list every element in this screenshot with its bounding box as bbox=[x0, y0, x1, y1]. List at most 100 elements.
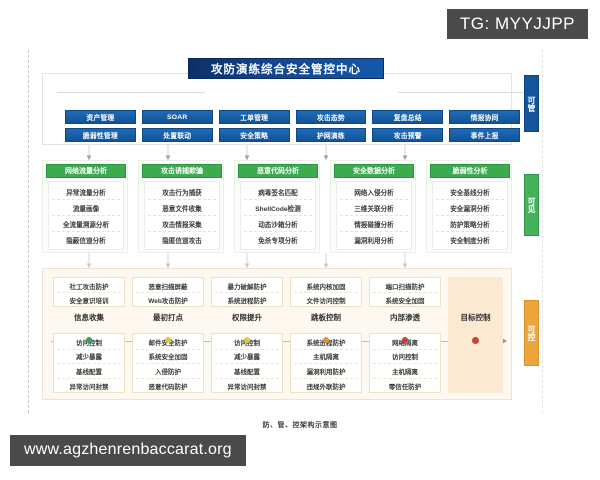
control-item[interactable]: 邮件安全防护 bbox=[136, 335, 200, 350]
manage-module-review[interactable]: 复盘总结 bbox=[372, 110, 444, 124]
control-item[interactable]: 系统进程防护 bbox=[294, 335, 358, 350]
manage-module-attack-posture[interactable]: 攻击态势 bbox=[295, 110, 367, 124]
visible-item[interactable]: 漏洞利用分析 bbox=[354, 237, 394, 245]
architecture-diagram: 资产管理 SOAR 工单管理 攻击态势 复盘总结 情报协同 脆弱性管理 处置联动… bbox=[28, 50, 572, 420]
control-item[interactable]: 安全意识培训 bbox=[69, 298, 109, 305]
visible-item[interactable]: 恶意文件收集 bbox=[148, 200, 216, 216]
visible-column-body: 攻击行为捕获 恶意文件收集 攻击情报采集 隐匿信道攻击 bbox=[144, 181, 220, 250]
control-item[interactable]: 恶意代码防护 bbox=[148, 383, 188, 391]
visible-item[interactable]: 隐蔽信道分析 bbox=[66, 237, 106, 245]
manage-module-grid: 资产管理 SOAR 工单管理 攻击态势 复盘总结 情报协同 脆弱性管理 处置联动… bbox=[65, 110, 520, 142]
control-item[interactable]: 暴力破解防护 bbox=[215, 279, 279, 293]
visible-item[interactable]: 隐匿信道攻击 bbox=[162, 237, 202, 245]
visible-column-body: 病毒签名匹配 ShellCode检测 动态沙箱分析 免杀专项分析 bbox=[240, 181, 316, 250]
timeline-dot-privilege-escalation bbox=[244, 337, 250, 343]
control-item[interactable]: 异常访问封禁 bbox=[227, 383, 267, 391]
manage-module-soar[interactable]: SOAR bbox=[141, 110, 213, 124]
visible-item[interactable]: ShellCode检测 bbox=[244, 200, 312, 216]
control-item[interactable]: 端口扫描防护 bbox=[373, 279, 437, 293]
visible-column-header: 恶意代码分析 bbox=[238, 164, 318, 178]
control-item[interactable]: 基线配置 bbox=[57, 364, 121, 379]
manage-module-vulnerability[interactable]: 脆弱性管理 bbox=[65, 128, 136, 142]
visible-item[interactable]: 三维关联分析 bbox=[340, 200, 408, 216]
control-item[interactable]: 访问控制 bbox=[215, 335, 279, 350]
visible-item[interactable]: 攻击行为捕获 bbox=[148, 184, 216, 200]
visible-item[interactable]: 安全制度分析 bbox=[450, 237, 490, 245]
pillar-label-visible: 可见 bbox=[524, 174, 539, 236]
control-defense-lower: 邮件安全防护 系统安全加固 入侵防护 恶意代码防护 bbox=[132, 333, 204, 393]
visible-item[interactable]: 流量画像 bbox=[52, 200, 120, 216]
control-column-initial-access: 恶意扫描屏蔽 Web攻击防护 最初打点 邮件安全防护 系统安全加固 入侵防护 恶… bbox=[132, 277, 204, 393]
timeline-arrow-icon bbox=[502, 338, 507, 344]
visible-item[interactable]: 安全基线分析 bbox=[436, 184, 504, 200]
title-rail-left bbox=[57, 92, 205, 93]
visible-item[interactable]: 安全漏洞分析 bbox=[436, 200, 504, 216]
control-item[interactable]: 违规外联防护 bbox=[306, 383, 346, 391]
visible-item[interactable]: 攻击情报采集 bbox=[148, 216, 216, 232]
control-defense-lower: 网络隔离 访问控制 主机隔离 零信任防护 bbox=[369, 333, 441, 393]
control-column-privilege-escalation: 暴力破解防护 系统进程防护 权限提升 访问控制 减少暴露 基线配置 异常访问封禁 bbox=[211, 277, 283, 393]
visible-item[interactable]: 网络入侵分析 bbox=[340, 184, 408, 200]
control-item[interactable]: 系统内核加固 bbox=[294, 279, 358, 293]
manage-module-response[interactable]: 处置联动 bbox=[141, 128, 213, 142]
manage-module-ticket[interactable]: 工单管理 bbox=[218, 110, 290, 124]
timeline-dot-initial-access bbox=[165, 337, 171, 343]
manage-module-alert[interactable]: 攻击预警 bbox=[372, 128, 444, 142]
manage-module-intel[interactable]: 情报协同 bbox=[449, 110, 520, 124]
control-item[interactable]: 减少暴露 bbox=[215, 350, 279, 364]
control-defense-upper: 暴力破解防护 系统进程防护 bbox=[211, 277, 283, 307]
visible-column-header: 攻击诱捕欺骗 bbox=[142, 164, 222, 178]
pillar-label-manage: 可管 bbox=[524, 75, 539, 132]
control-stage-label: 目标控制 bbox=[460, 312, 491, 322]
visible-item[interactable]: 防护策略分析 bbox=[436, 216, 504, 232]
site-watermark: www.agzhenrenbaccarat.org bbox=[10, 435, 246, 466]
control-item[interactable]: 访问控制 bbox=[373, 350, 437, 364]
control-stage-label: 最初打点 bbox=[153, 312, 183, 322]
control-item[interactable]: 系统进程防护 bbox=[227, 298, 267, 305]
control-item[interactable]: 主机隔离 bbox=[294, 350, 358, 364]
control-item[interactable]: 异常访问封禁 bbox=[69, 383, 109, 391]
manage-module-asset[interactable]: 资产管理 bbox=[65, 110, 136, 124]
control-column-recon: 社工攻击防护 安全意识培训 信息收集 访问控制 减少暴露 基线配置 异常访问封禁 bbox=[53, 277, 125, 393]
visible-item[interactable]: 异常流量分析 bbox=[52, 184, 120, 200]
control-item[interactable]: 恶意扫描屏蔽 bbox=[136, 279, 200, 293]
control-item[interactable]: 漏洞利用防护 bbox=[294, 364, 358, 379]
visible-column-header: 安全数据分析 bbox=[334, 164, 414, 178]
control-item[interactable]: Web攻击防护 bbox=[148, 298, 188, 305]
visible-item[interactable]: 病毒签名匹配 bbox=[244, 184, 312, 200]
control-item[interactable]: 系统安全加固 bbox=[385, 298, 425, 305]
control-stage-label: 跳板控制 bbox=[311, 312, 341, 322]
visible-column-weakness: 脆弱性分析 安全基线分析 安全漏洞分析 防护策略分析 安全制度分析 bbox=[426, 160, 512, 253]
control-tier-panel: 社工攻击防护 安全意识培训 信息收集 访问控制 减少暴露 基线配置 异常访问封禁… bbox=[42, 268, 512, 400]
control-item[interactable]: 网络隔离 bbox=[373, 335, 437, 350]
control-item[interactable]: 入侵防护 bbox=[136, 364, 200, 379]
visible-item[interactable]: 动态沙箱分析 bbox=[244, 216, 312, 232]
visible-item[interactable]: 免杀专项分析 bbox=[258, 237, 298, 245]
visible-column-data: 安全数据分析 网络入侵分析 三维关联分析 情报碰撞分析 漏洞利用分析 bbox=[330, 160, 416, 253]
visible-column-header: 脆弱性分析 bbox=[430, 164, 510, 178]
visible-tier-panel: 网络流量分析 异常流量分析 流量画像 全流量溯源分析 隐蔽信道分析 攻击诱捕欺骗… bbox=[42, 160, 512, 253]
control-item[interactable]: 系统安全加固 bbox=[136, 350, 200, 364]
manage-module-drill[interactable]: 护网演练 bbox=[295, 128, 367, 142]
control-item[interactable]: 主机隔离 bbox=[373, 364, 437, 379]
diagram-caption: 防、管、控架构示意图 bbox=[262, 422, 338, 429]
timeline-dot-pivot bbox=[323, 337, 329, 343]
control-defense-lower: 系统进程防护 主机隔离 漏洞利用防护 违规外联防护 bbox=[290, 333, 362, 393]
control-item[interactable]: 社工攻击防护 bbox=[57, 279, 121, 293]
visible-column-malware: 恶意代码分析 病毒签名匹配 ShellCode检测 动态沙箱分析 免杀专项分析 bbox=[234, 160, 320, 253]
control-defense-upper: 系统内核加固 文件访问控制 bbox=[290, 277, 362, 307]
control-defense-upper: 端口扫描防护 系统安全加固 bbox=[369, 277, 441, 307]
visible-item[interactable]: 全流量溯源分析 bbox=[52, 216, 120, 232]
control-item[interactable]: 文件访问控制 bbox=[306, 298, 346, 305]
visible-column-body: 网络入侵分析 三维关联分析 情报碰撞分析 漏洞利用分析 bbox=[336, 181, 412, 250]
visible-item[interactable]: 情报碰撞分析 bbox=[340, 216, 408, 232]
control-item[interactable]: 减少暴露 bbox=[57, 350, 121, 364]
control-item[interactable]: 访问控制 bbox=[57, 335, 121, 350]
control-item[interactable]: 基线配置 bbox=[215, 364, 279, 379]
control-stage-label: 信息收集 bbox=[74, 312, 104, 322]
diagram-dashed-frame bbox=[28, 50, 543, 413]
manage-module-policy[interactable]: 安全策略 bbox=[218, 128, 290, 142]
title-rail-right bbox=[398, 92, 528, 93]
control-item[interactable]: 零信任防护 bbox=[388, 383, 422, 391]
manage-module-report[interactable]: 事件上报 bbox=[449, 128, 520, 142]
